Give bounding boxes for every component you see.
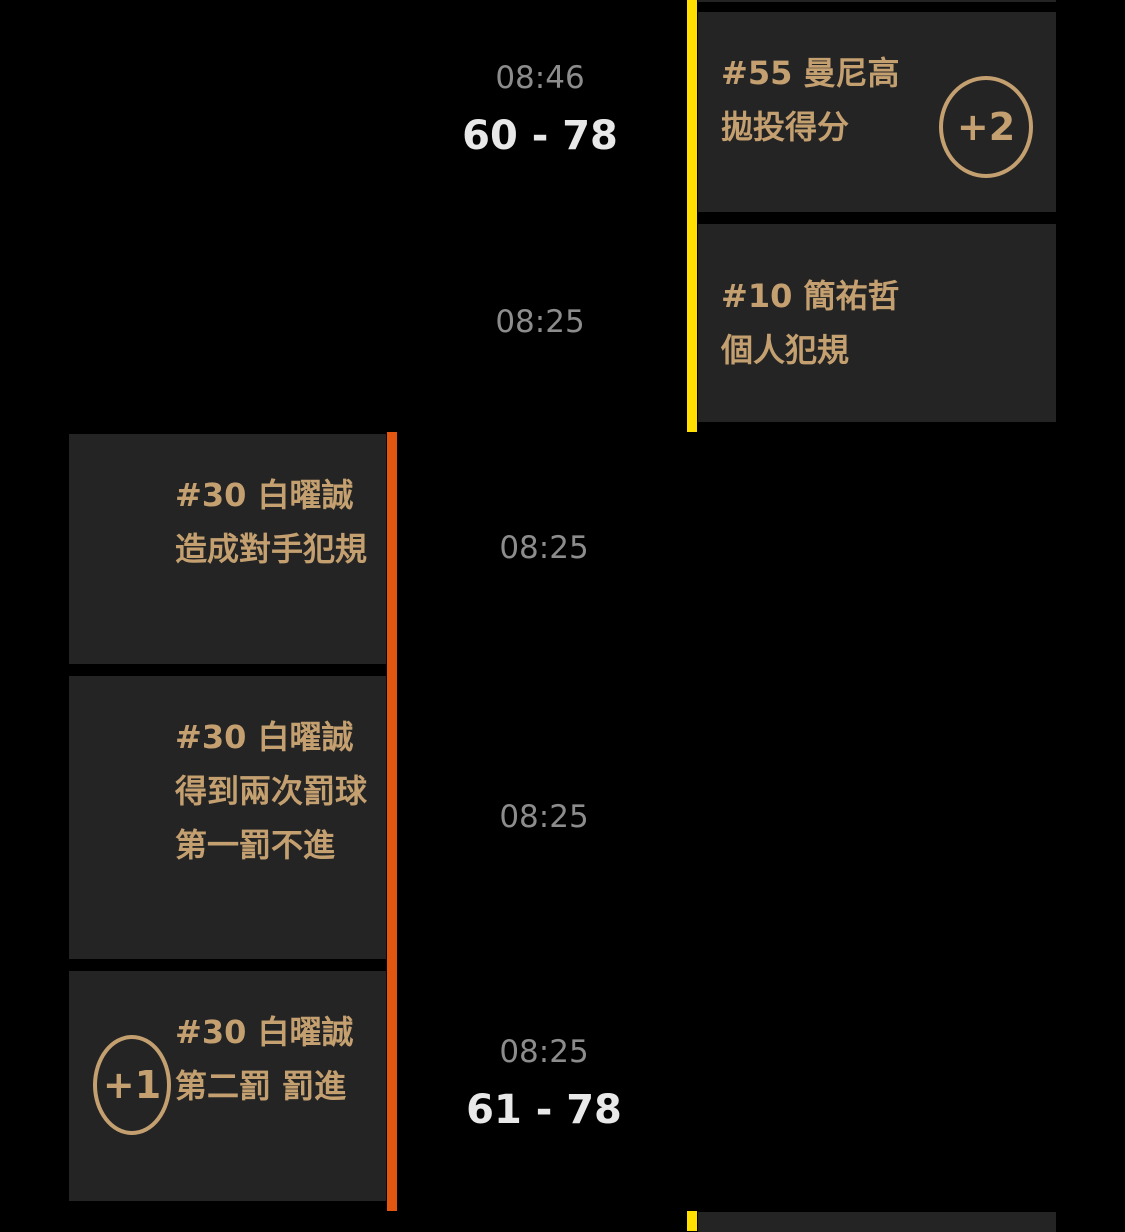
player-label: #55 曼尼高	[721, 54, 900, 92]
player-label: #10 簡祐哲	[721, 277, 900, 315]
action-label: 第二罰 罰進	[175, 1067, 347, 1105]
event-time: 08:25	[495, 304, 585, 340]
event-card[interactable]: +1 #30 白曜誠第二罰 罰進	[69, 971, 386, 1201]
event-card[interactable]: #30 白曜誠造成對手犯規	[69, 434, 386, 664]
action-label: 個人犯規	[721, 331, 850, 369]
event-time: 08:25	[499, 799, 589, 835]
event-score: 61 - 78	[466, 1087, 622, 1133]
action-label: 拋投得分	[721, 108, 850, 146]
event-time: 08:46	[495, 60, 585, 96]
event-card[interactable]: #30 白曜誠得到兩次罰球 第一罰不進	[69, 676, 386, 959]
event-card[interactable]: #10 簡祐哲個人犯規	[698, 224, 1056, 422]
team-bar-yellow	[687, 1211, 697, 1231]
event-score: 60 - 78	[462, 113, 618, 159]
event-time: 08:25	[499, 530, 589, 566]
points-badge: +2	[939, 76, 1033, 178]
player-label: #30 白曜誠	[175, 1013, 354, 1051]
player-label: #30 白曜誠	[175, 476, 354, 514]
event-card[interactable]: #55 曼尼高拋投得分 +2	[698, 12, 1056, 212]
player-label: #30 白曜誠	[175, 718, 354, 756]
points-badge: +1	[93, 1035, 171, 1135]
team-bar-yellow	[687, 0, 697, 432]
event-time: 08:25	[499, 1034, 589, 1070]
event-card-partial	[698, 1212, 1056, 1232]
action-label: 得到兩次罰球 第一罰不進	[175, 772, 368, 864]
event-card-partial	[698, 0, 1056, 2]
action-label: 造成對手犯規	[175, 530, 368, 568]
team-bar-orange	[387, 432, 397, 1211]
